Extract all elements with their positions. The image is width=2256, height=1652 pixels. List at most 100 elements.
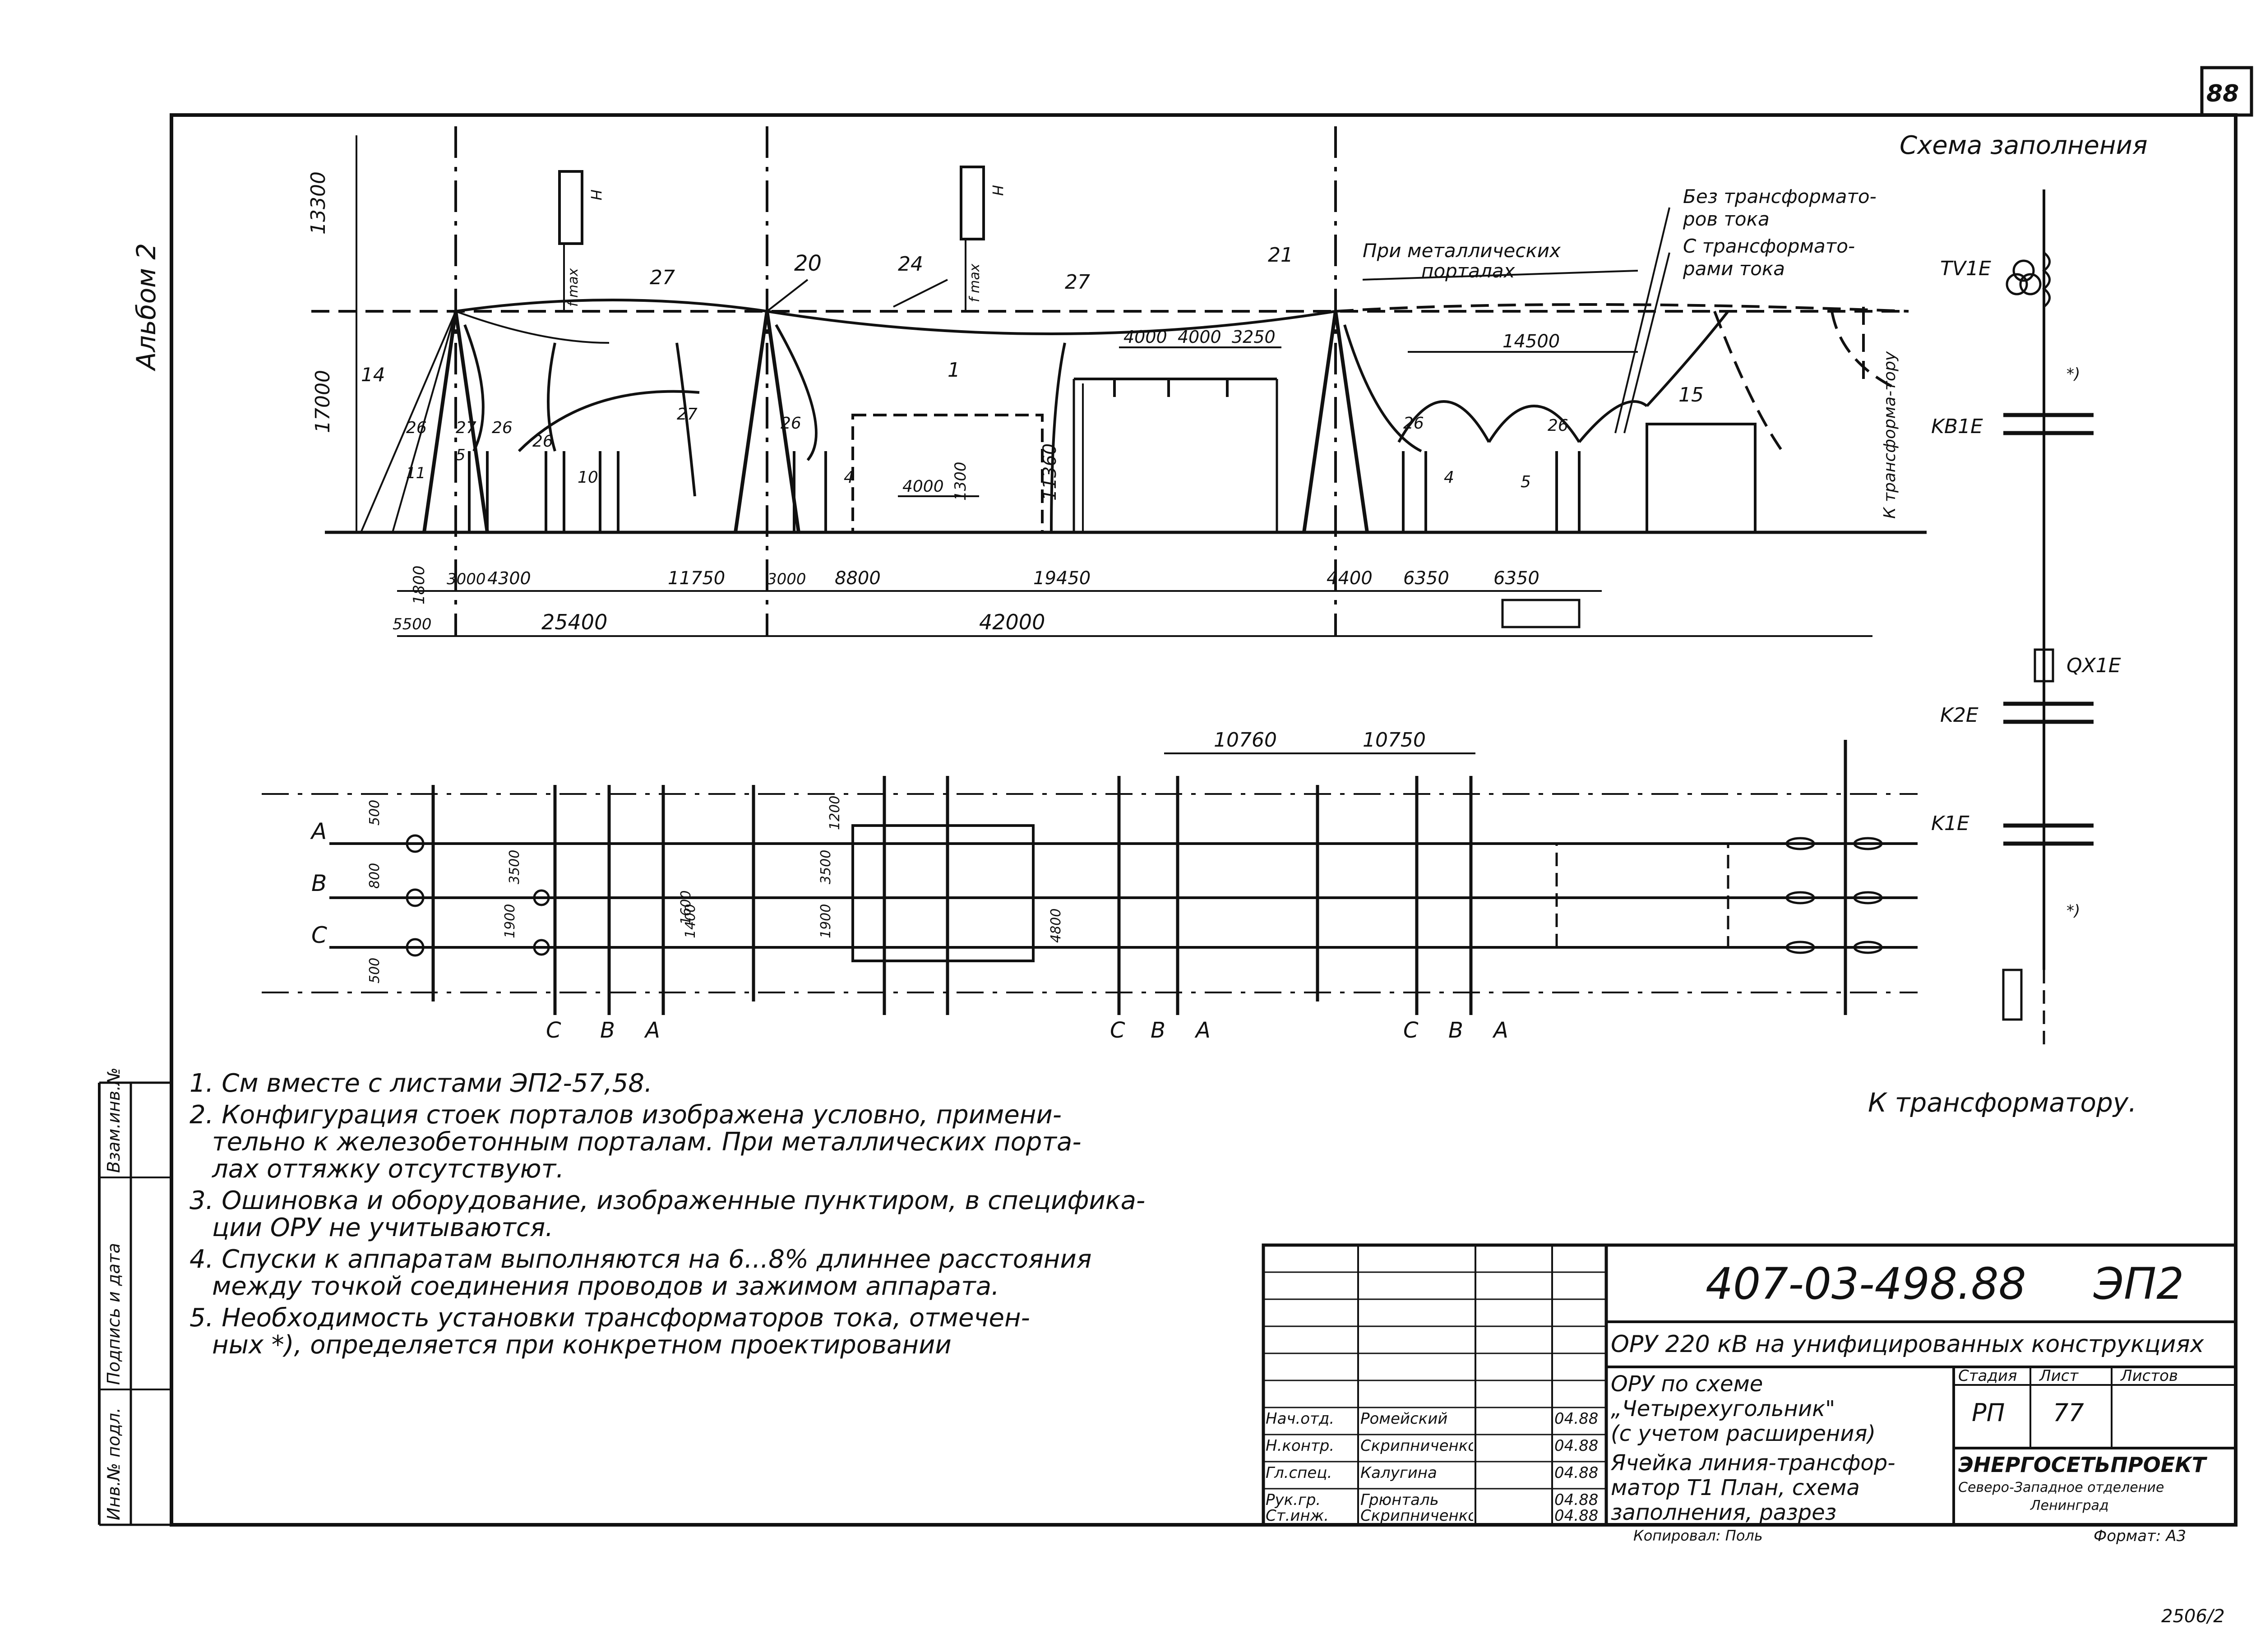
dim-b1-4: 3000: [767, 570, 806, 588]
section-view: [311, 126, 1927, 637]
label-H1: H: [587, 189, 605, 200]
signer-role-2: Н.контр.: [1266, 1437, 1335, 1455]
dim-height-1: 13300: [307, 171, 330, 235]
label-26c: 26: [532, 432, 553, 451]
label-27c: 27: [456, 419, 476, 437]
plan-dim-l4: 3500: [507, 850, 522, 884]
label-27a: 27: [650, 266, 675, 289]
dim-top-1: 4000: [1123, 327, 1167, 347]
dim-b1-9: 6350: [1493, 568, 1539, 589]
one-line-scheme: TV1E KB1E QX1E K2E K1E *) *): [1931, 189, 2121, 1051]
dim-b2-1: 25400: [541, 610, 607, 634]
doc-mark: ЭП2: [2094, 1259, 2184, 1309]
doc-code: 407-03-498.88: [1706, 1259, 2026, 1309]
label-14: 14: [361, 364, 385, 386]
dim-top-2: 4000: [1178, 327, 1221, 347]
ct-note-3: С трансформато-: [1683, 235, 1855, 257]
scheme-QX1E: QX1E: [2066, 654, 2121, 677]
strip-signature: Подпись и дата: [104, 1243, 124, 1385]
note-line-1: 1. См вместе с листами ЭП2-57,58.: [190, 1069, 652, 1098]
ct-note-2: ров тока: [1683, 208, 1770, 230]
signer-name-1: Ромейский: [1360, 1410, 1448, 1428]
plan-phase-b6: C: [1403, 1018, 1419, 1043]
label-15: 15: [1678, 383, 1704, 406]
plan-dim-l8: 1600: [678, 891, 694, 925]
sheets-header: Листов: [2121, 1367, 2178, 1385]
dim-top-4: 14500: [1502, 331, 1560, 352]
plan-dim-l2: 500: [367, 958, 383, 983]
title-block-grid: [1262, 1243, 2238, 1527]
scheme-title: Схема заполнения: [1900, 131, 2148, 160]
sheet-title-1: Ячейка линия-трансфор-: [1611, 1450, 1895, 1476]
label-4b: 4: [1444, 468, 1454, 487]
plan-phase-b5: A: [1194, 1018, 1211, 1043]
phase-A: A: [310, 818, 327, 844]
label-21: 21: [1268, 244, 1293, 267]
note-line-2: 2. Конфигурация стоек порталов изображен…: [190, 1100, 1062, 1130]
section-labels: 13300 17000 11360 4000 4000 3250 14500 4…: [307, 171, 1899, 634]
plan-dim-l6: 1900: [818, 904, 834, 938]
note-line-8: между точкой соединения проводов и зажим…: [212, 1272, 999, 1301]
label-27d: 27: [677, 405, 698, 424]
dim-b1-1: 3000: [447, 570, 486, 588]
dim-top-3: 3250: [1232, 327, 1276, 347]
metal-note-1: При металлических: [1363, 240, 1561, 262]
signer-date-4: 04.88: [1554, 1491, 1599, 1509]
album-label: Альбом 2: [131, 243, 162, 370]
plan-view: A B C 10760 10750 500 800 500 1900 3500 …: [262, 729, 1918, 1043]
stage-value: РП: [1972, 1398, 2005, 1427]
signer-date-5: 04.88: [1554, 1507, 1599, 1525]
plan-dim-l1: 800: [367, 863, 383, 889]
scheme-line-1: ОРУ по схеме: [1611, 1371, 1763, 1397]
label-24: 24: [898, 253, 923, 276]
ct-note-4: рами тока: [1683, 258, 1785, 280]
scheme-line-2: „Четырехугольник": [1611, 1396, 1835, 1421]
plan-dim-l7: 3500: [818, 850, 834, 884]
sheet-number: 77: [2053, 1398, 2084, 1427]
dim-small-1: 4000: [902, 477, 944, 496]
dim-b1-3: 11750: [668, 568, 725, 589]
signer-role-1: Нач.отд.: [1266, 1410, 1335, 1428]
sheet-title-3: заполнения, разрез: [1611, 1500, 1837, 1525]
label-26d: 26: [781, 414, 801, 433]
org-sub-2: Ленинград: [2030, 1498, 2109, 1514]
signer-name-2: Скрипниченко: [1360, 1437, 1473, 1455]
plan-phase-b2: A: [644, 1018, 660, 1043]
label-H2: H: [989, 185, 1006, 196]
dim-small-2: 1300: [952, 461, 970, 501]
plan-phase-b4: B: [1151, 1018, 1165, 1043]
dim-b1-5: 8800: [835, 568, 881, 589]
phase-B: B: [311, 870, 327, 896]
dim-height-2: 17000: [311, 370, 334, 433]
label-1: 1: [948, 359, 960, 382]
ct-note-1: Без трансформато-: [1683, 185, 1877, 208]
scheme-line-3: (с учетом расширения): [1611, 1421, 1876, 1446]
label-10: 10: [578, 468, 598, 487]
dim-b1-7: 4400: [1327, 568, 1373, 589]
plan-phase-b8: A: [1492, 1018, 1508, 1043]
sheet-frame: [98, 66, 2253, 1527]
label-4a: 4: [844, 468, 854, 487]
format-label: Формат: А3: [2094, 1527, 2187, 1545]
note-line-10: ных *), определяется при конкретном прое…: [212, 1330, 952, 1360]
dim-height-3: 11360: [1040, 443, 1060, 501]
signer-name-5: Скрипниченко: [1360, 1507, 1473, 1525]
signer-date-1: 04.88: [1554, 1410, 1599, 1428]
label-26b: 26: [492, 419, 513, 437]
label-5b: 5: [1521, 473, 1531, 491]
dim-b1-6: 19450: [1033, 568, 1091, 589]
plan-dim-l3: 1900: [502, 904, 518, 938]
signer-date-3: 04.88: [1554, 1464, 1599, 1482]
scheme-TV1E: TV1E: [1940, 257, 1991, 280]
bottom-right-number: 2506/2: [2161, 1606, 2225, 1627]
plan-phase-b7: B: [1448, 1018, 1463, 1043]
dim-b2-0: 5500: [393, 615, 432, 633]
sheet-header: Лист: [2039, 1367, 2079, 1385]
label-fmax1: f max: [565, 268, 581, 307]
scheme-KB1E: KB1E: [1931, 415, 1983, 438]
strip-vzam: Взам.инв.№: [104, 1067, 124, 1173]
signer-role-4: Рук.гр.: [1266, 1491, 1321, 1509]
label-5a: 5: [456, 446, 466, 464]
signer-role-5: Ст.инж.: [1266, 1507, 1329, 1525]
plan-phase-b1: B: [600, 1018, 615, 1043]
